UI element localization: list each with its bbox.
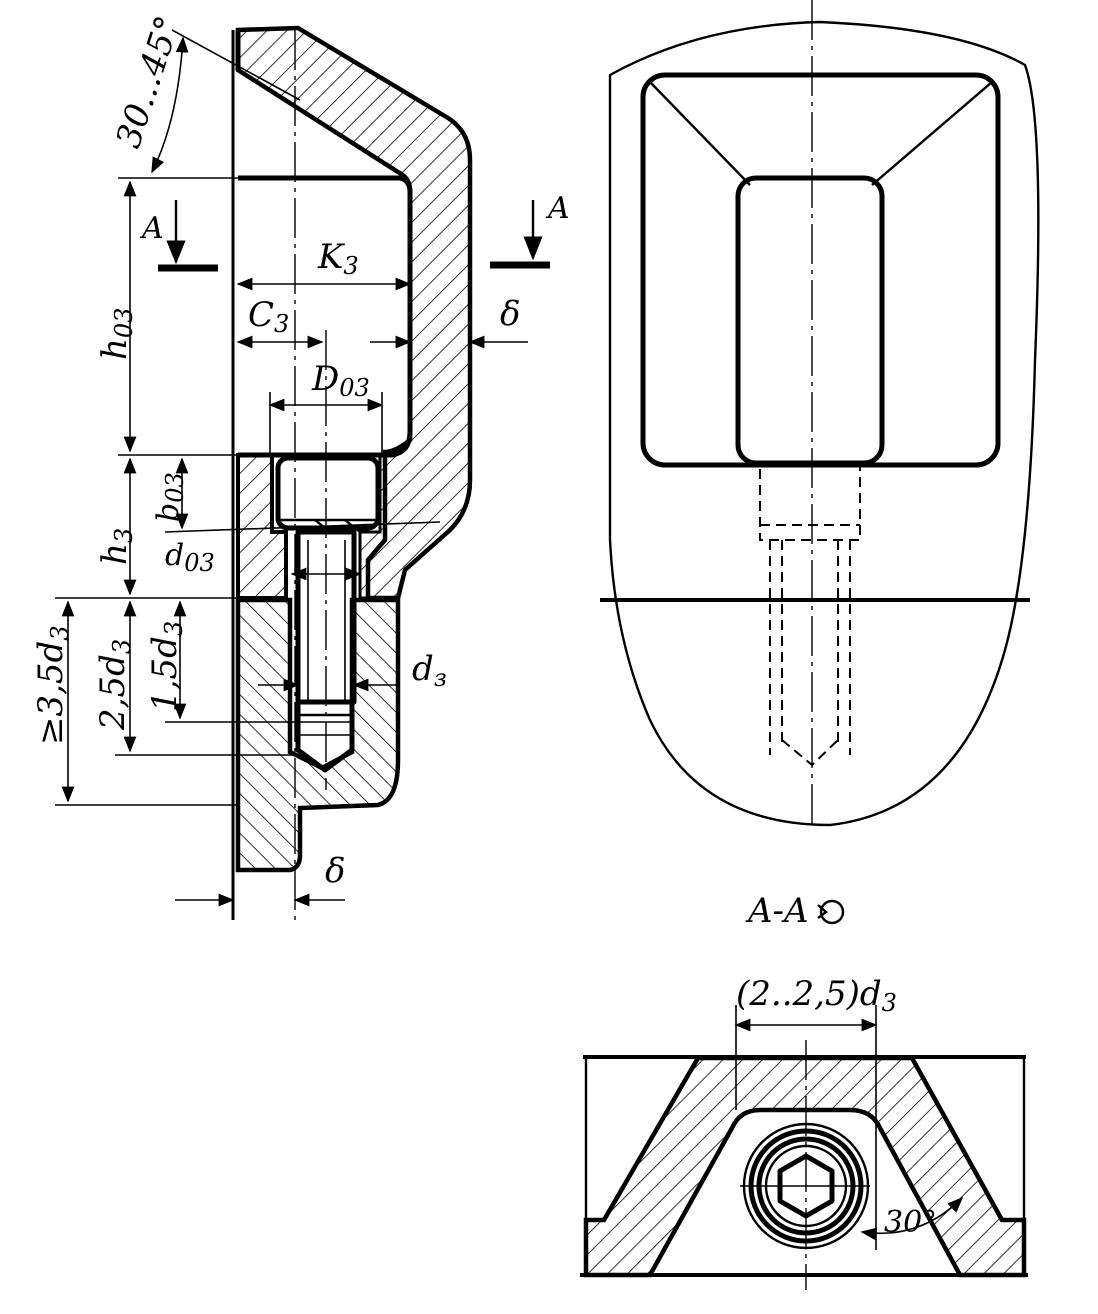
delta-bottom-label: δ bbox=[325, 851, 345, 891]
screw-head bbox=[275, 455, 381, 531]
angle-30-label: 30° bbox=[884, 1205, 937, 1240]
section-title: A-A bbox=[745, 891, 809, 931]
width-label: (2..2,5)d3 bbox=[736, 974, 897, 1017]
drill-tip bbox=[295, 702, 355, 773]
section-mark-right: A bbox=[545, 191, 570, 226]
rotate-icon bbox=[817, 899, 845, 925]
angle-ext-line bbox=[171, 29, 301, 101]
angle-30-arc bbox=[860, 1196, 964, 1241]
frame-diag-tr bbox=[871, 81, 993, 186]
front-outer-frame bbox=[640, 72, 1001, 468]
frame-diag-tl bbox=[649, 81, 751, 186]
front-inner-boss bbox=[735, 175, 885, 466]
section-mark-left: A bbox=[139, 211, 164, 246]
lower-body-hatched bbox=[235, 597, 401, 873]
d03-upper-label: D03 bbox=[311, 359, 370, 402]
b03-label: b03 bbox=[151, 472, 189, 522]
h03-label: h03 bbox=[95, 308, 138, 360]
d03-lower-label: d03 bbox=[165, 538, 215, 577]
inner-cavity bbox=[238, 175, 413, 458]
h3-label: h3 bbox=[95, 528, 138, 565]
k3-label: K3 bbox=[317, 237, 359, 280]
front-view bbox=[600, 0, 1040, 830]
front-outer-contour bbox=[608, 20, 1040, 827]
len-15-label: 1,5d3 bbox=[145, 621, 188, 712]
angle-range-label: 30...45° bbox=[109, 11, 189, 153]
delta-top-label: δ bbox=[500, 294, 520, 334]
ext-line-532 bbox=[164, 521, 441, 533]
left-section-view: A A 30...45° h03 h3 b03 d03 ≥3,5d3 2,5d3 bbox=[31, 11, 570, 920]
angle-arc bbox=[151, 36, 189, 174]
hidden-drill-tip bbox=[781, 739, 839, 767]
c3-label: C3 bbox=[248, 295, 289, 338]
len-35-label: ≥3,5d3 bbox=[31, 625, 74, 745]
d3-right-label: dз bbox=[412, 649, 447, 692]
section-aa-view: (2..2,5)d3 30° bbox=[580, 974, 1028, 1290]
hex-socket-b bbox=[344, 519, 361, 533]
hidden-screw-head bbox=[759, 464, 861, 541]
len-25-label: 2,5d3 bbox=[93, 639, 136, 731]
